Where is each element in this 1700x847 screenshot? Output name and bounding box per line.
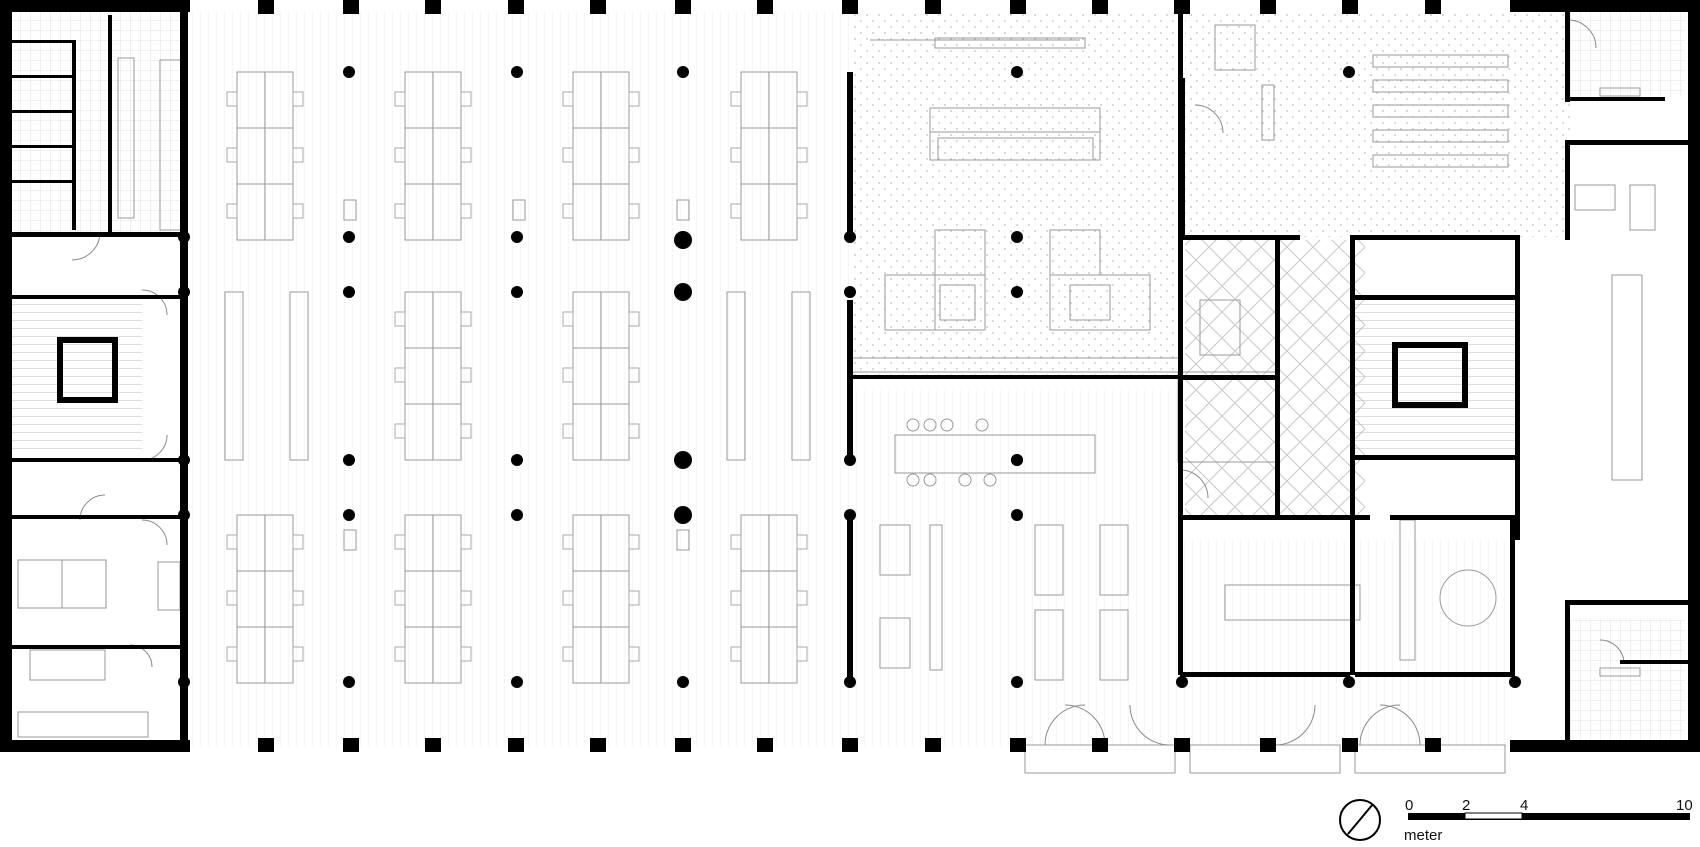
- facade-piers: [258, 0, 1700, 752]
- furniture: [17, 24, 1656, 774]
- chairs: [226, 91, 808, 662]
- shelving: [224, 199, 811, 551]
- columns: [178, 66, 1521, 688]
- scale-tick-0: 0: [1405, 797, 1413, 814]
- scale-tick-2: 2: [1462, 797, 1470, 814]
- scale-tick-10: 10: [1676, 797, 1693, 814]
- scale-unit: meter: [1404, 827, 1442, 844]
- scale-tick-4: 4: [1520, 797, 1528, 814]
- north-arrow-icon: [1339, 799, 1381, 841]
- training-desks: [1372, 54, 1509, 168]
- scale-bar: 0 2 4 10 meter: [1404, 797, 1693, 844]
